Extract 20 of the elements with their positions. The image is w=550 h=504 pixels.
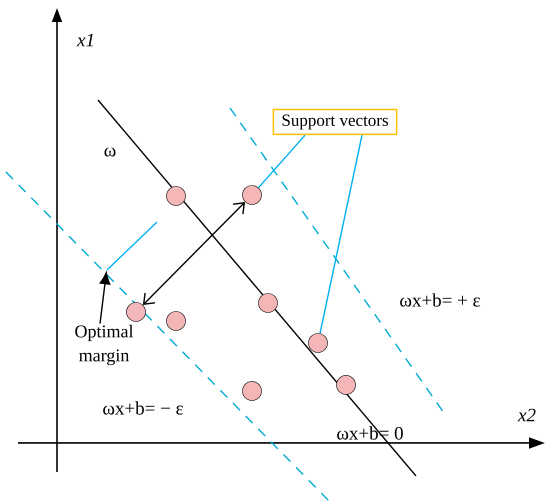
- margin-marker: [106, 221, 158, 271]
- weight-label: ω: [104, 147, 116, 157]
- leader-line: [319, 135, 363, 334]
- data-point: [308, 333, 328, 353]
- data-point: [258, 293, 278, 313]
- margin-label: Optimal margin: [75, 324, 134, 366]
- data-point: [242, 381, 262, 401]
- data-point: [126, 302, 146, 322]
- axis-label: x2: [518, 408, 536, 422]
- data-point: [242, 185, 262, 205]
- leader-line: [258, 134, 306, 188]
- axis-label: x1: [76, 34, 93, 46]
- equation-label: ωx+b= − ε: [103, 401, 184, 415]
- label-box: Support vectors: [272, 108, 398, 136]
- data-point: [166, 186, 186, 206]
- data-point: [166, 311, 186, 331]
- equation-label: ωx+b= + ε: [400, 293, 480, 307]
- leader-line: [142, 202, 246, 306]
- data-point: [336, 375, 356, 395]
- leader-line: [99, 272, 110, 324]
